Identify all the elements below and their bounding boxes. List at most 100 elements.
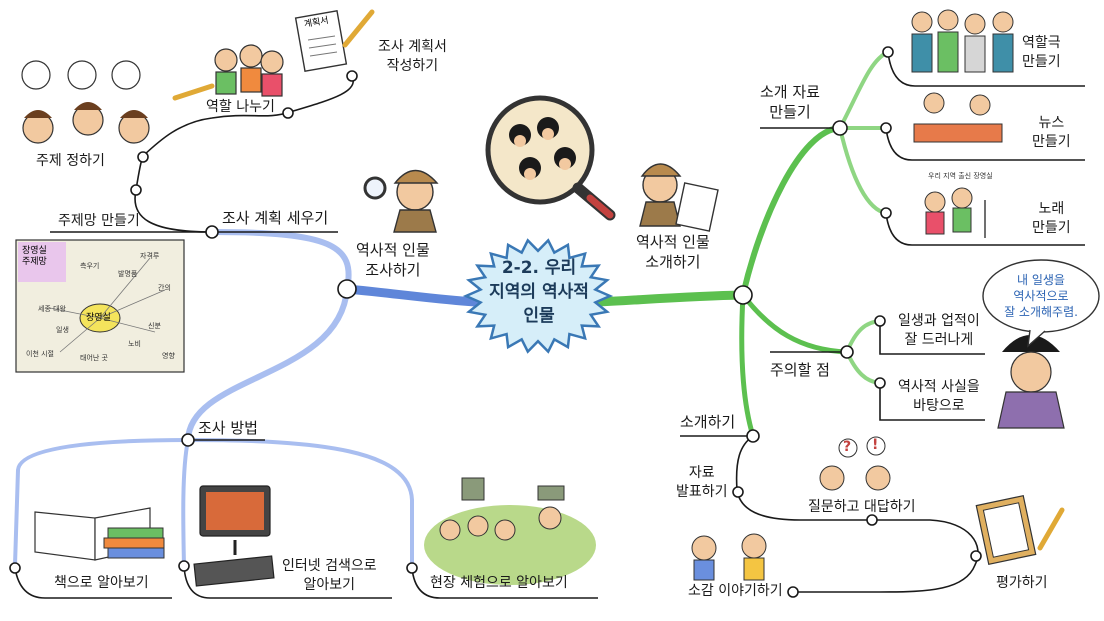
node-right-main[interactable] xyxy=(733,285,753,305)
exclamation-mark: ! xyxy=(872,437,879,453)
internet-label: 인터넷 검색으로 알아보기 xyxy=(282,558,377,593)
node-roles[interactable] xyxy=(282,107,294,119)
caution-title: 주의할 점 xyxy=(770,361,830,379)
topic-map-node-5: 세종 대왕 xyxy=(38,305,66,313)
branch-right-main-to-materials xyxy=(740,125,843,298)
topic-map-node-11: 영향 xyxy=(162,352,175,360)
node-topic[interactable] xyxy=(137,151,149,163)
center-topic-burst xyxy=(462,238,614,354)
topic-map-node-8: 노비 xyxy=(128,340,141,348)
underline-life xyxy=(879,321,985,355)
node-internet[interactable] xyxy=(178,560,190,572)
topic-map-node-2: 측우기 xyxy=(80,262,100,270)
path-plan-steps xyxy=(134,75,355,233)
magnifier-illustration xyxy=(485,95,616,221)
branch-materials-to-song xyxy=(838,127,887,215)
question-mark: ? xyxy=(843,439,852,455)
topic-map-node-4: 간의 xyxy=(158,284,171,292)
node-facts[interactable] xyxy=(874,377,886,389)
plan-doc-label: 조사 계획서 작성하기 xyxy=(378,39,447,74)
node-books[interactable] xyxy=(9,562,21,574)
underline-news xyxy=(885,127,1085,161)
computer-icon xyxy=(193,485,275,587)
node-method[interactable] xyxy=(181,433,195,447)
topic-map-label: 주제망 만들기 xyxy=(58,213,140,229)
underline-books xyxy=(14,567,172,599)
topic-map-node-6: 일생 xyxy=(56,326,69,334)
branch-method-to-internet xyxy=(181,439,190,567)
topic-map-node-3: 발명품 xyxy=(118,270,138,278)
historical-figure-icon xyxy=(997,335,1065,429)
field-trip-icon xyxy=(424,477,596,585)
node-introduce[interactable] xyxy=(746,429,760,443)
song-caption: 우리 지역 출신 장영실 xyxy=(928,172,993,180)
node-evaluate[interactable] xyxy=(970,550,982,562)
speech-text: 내 일생을 역사적으로 잘 소개해주렴. xyxy=(1004,273,1078,319)
roles-kids-icon xyxy=(172,44,284,101)
node-topic-map[interactable] xyxy=(130,184,142,196)
right-main-label: 역사적 인물 소개하기 xyxy=(636,233,710,271)
books-label: 책으로 알아보기 xyxy=(54,575,149,591)
news-label: 뉴스 만들기 xyxy=(1032,115,1071,150)
speech-bubble xyxy=(982,259,1100,348)
underline-internet xyxy=(183,565,392,599)
node-plan[interactable] xyxy=(205,225,219,239)
center-title: 2-2. 우리 지역의 역사적 인물 xyxy=(489,258,589,326)
news-desk-icon xyxy=(913,92,1003,143)
branch-left-main-to-method xyxy=(185,286,350,443)
node-qa[interactable] xyxy=(866,514,878,526)
branch-method-to-books xyxy=(13,438,189,566)
topic-map-node-10: 태어난 곳 xyxy=(80,354,108,362)
branch-right-main-to-caution xyxy=(741,293,848,355)
topic-map-card xyxy=(15,239,185,373)
detective-girl-icon xyxy=(363,169,439,233)
evaluate-label: 평가하기 xyxy=(996,575,1048,591)
topic-map-node-1: 자격루 xyxy=(140,252,160,260)
plan-document-icon xyxy=(294,9,375,73)
left-main-label: 역사적 인물 조사하기 xyxy=(356,241,430,279)
method-title: 조사 방법 xyxy=(198,419,258,437)
node-reflect[interactable] xyxy=(787,586,799,598)
topic-map-node-9: 이천 시절 xyxy=(26,350,54,358)
qa-kids-icon xyxy=(819,436,891,491)
play-label: 역할극 만들기 xyxy=(1022,35,1061,70)
introduce-title: 소개하기 xyxy=(680,413,736,431)
node-song[interactable] xyxy=(880,207,892,219)
branch-left-main-to-plan xyxy=(209,229,352,292)
topic-label: 주제 정하기 xyxy=(36,153,105,169)
underline-play xyxy=(887,51,1085,87)
materials-title: 소개 자료 만들기 xyxy=(760,83,820,121)
branch-right-main-to-introduce xyxy=(739,294,756,437)
node-caution[interactable] xyxy=(840,345,854,359)
roles-label: 역할 나누기 xyxy=(206,99,275,115)
qa-label: 질문하고 대답하기 xyxy=(808,499,916,515)
node-field[interactable] xyxy=(406,562,418,574)
life-label: 일생과 업적이 잘 드러나게 xyxy=(898,313,980,348)
reflect-label: 소감 이야기하기 xyxy=(688,583,783,599)
reflect-kids-icon xyxy=(691,533,767,581)
topic-map-center: 장영실 xyxy=(86,313,111,323)
node-play[interactable] xyxy=(882,46,894,58)
node-materials[interactable] xyxy=(832,120,848,136)
topic-kids-icon xyxy=(21,60,150,144)
books-icon xyxy=(34,507,165,561)
song-label: 노래 만들기 xyxy=(1032,201,1071,236)
plan-title: 조사 계획 세우기 xyxy=(222,209,329,227)
branch-materials-to-play xyxy=(838,50,889,129)
evaluation-clipboard-icon xyxy=(975,494,1065,566)
topic-map-node-7: 신분 xyxy=(148,322,161,330)
song-kids-icon xyxy=(924,187,986,238)
branch-center-to-right-main xyxy=(593,290,748,307)
branch-center-to-left-main xyxy=(342,284,481,307)
underline-facts xyxy=(879,383,985,421)
path-introduce-steps xyxy=(735,435,979,593)
node-present[interactable] xyxy=(732,486,744,498)
node-life[interactable] xyxy=(874,315,886,327)
node-news[interactable] xyxy=(880,122,892,134)
node-plan-doc[interactable] xyxy=(346,70,358,82)
underline-song xyxy=(885,212,1085,246)
node-left-main[interactable] xyxy=(337,279,357,299)
present-label: 자료 발표하기 xyxy=(676,465,728,500)
